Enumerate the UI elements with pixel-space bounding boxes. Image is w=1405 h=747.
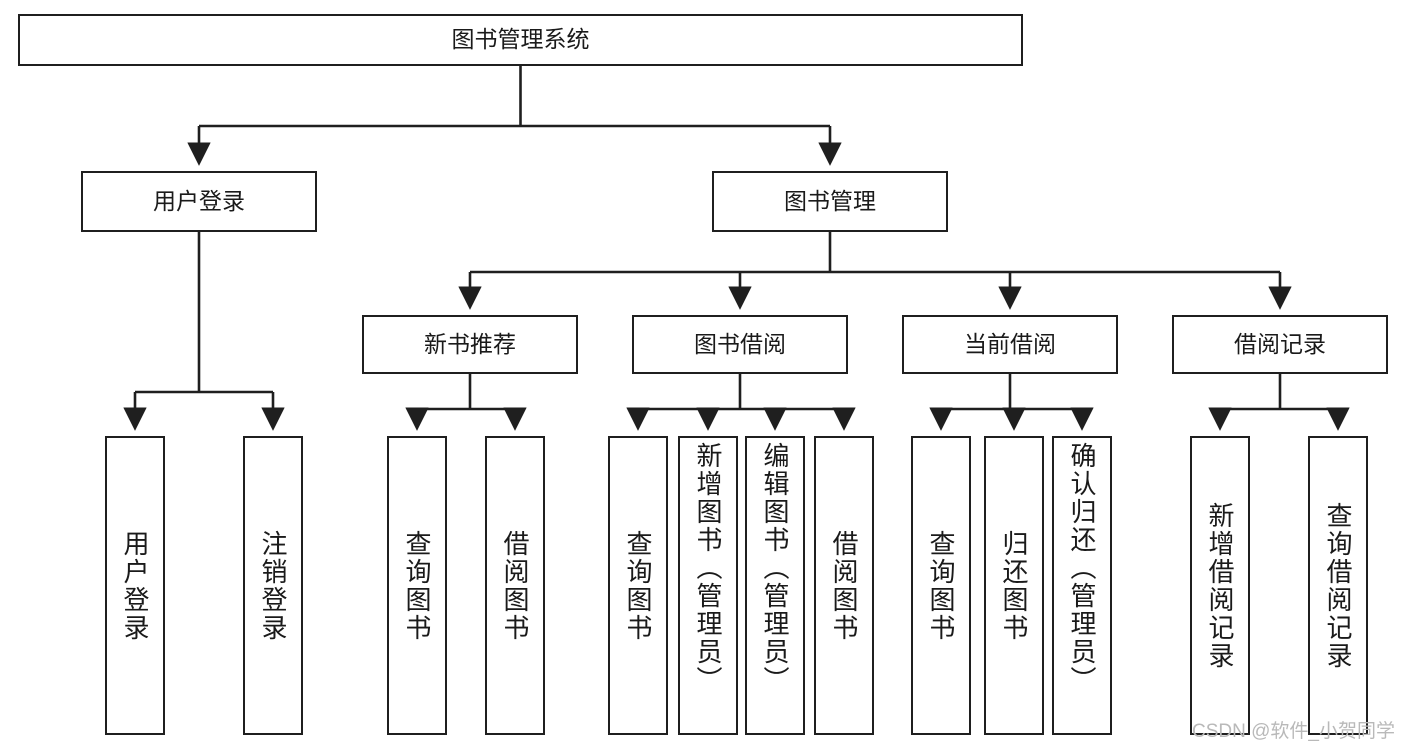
node-borrow-record[interactable]: 借阅记录: [1172, 315, 1388, 374]
node-label: 当前借阅: [964, 330, 1056, 357]
node-label: 新增借阅记录: [1205, 501, 1235, 670]
node-leaf-add-book[interactable]: 新增图书（管理员）: [678, 436, 738, 735]
node-label: 新增图书（管理员）: [693, 442, 723, 694]
node-label: 借阅记录: [1234, 330, 1326, 357]
node-label: 查询图书: [926, 529, 956, 642]
node-label: 确认归还（管理员）: [1067, 442, 1097, 694]
node-root[interactable]: 图书管理系统: [18, 14, 1023, 66]
node-label: 图书借阅: [694, 330, 786, 357]
node-label: 查询借阅记录: [1323, 501, 1353, 670]
node-label: 查询图书: [402, 529, 432, 642]
node-new-book-recommend[interactable]: 新书推荐: [362, 315, 578, 374]
node-leaf-query-book-1[interactable]: 查询图书: [387, 436, 447, 735]
node-label: 查询图书: [623, 529, 653, 642]
csdn-watermark: CSDN @软件_小贺同学: [1192, 721, 1395, 742]
node-label: 编辑图书（管理员）: [760, 442, 790, 694]
node-book-borrow[interactable]: 图书借阅: [632, 315, 848, 374]
node-label: 新书推荐: [424, 330, 516, 357]
node-leaf-query-book-3[interactable]: 查询图书: [911, 436, 971, 735]
node-leaf-return-book[interactable]: 归还图书: [984, 436, 1044, 735]
node-label: 用户登录: [120, 529, 150, 642]
node-label: 归还图书: [999, 529, 1029, 642]
node-book-manage[interactable]: 图书管理: [712, 171, 948, 232]
node-label: 用户登录: [153, 187, 245, 214]
node-label: 图书管理: [784, 187, 876, 214]
node-leaf-logout[interactable]: 注销登录: [243, 436, 303, 735]
node-current-borrow[interactable]: 当前借阅: [902, 315, 1118, 374]
node-leaf-borrow-book-2[interactable]: 借阅图书: [814, 436, 874, 735]
node-leaf-edit-book[interactable]: 编辑图书（管理员）: [745, 436, 805, 735]
node-leaf-borrow-book-1[interactable]: 借阅图书: [485, 436, 545, 735]
node-user-login[interactable]: 用户登录: [81, 171, 317, 232]
node-label: 借阅图书: [829, 529, 859, 642]
node-leaf-confirm-return[interactable]: 确认归还（管理员）: [1052, 436, 1112, 735]
node-leaf-query-book-2[interactable]: 查询图书: [608, 436, 668, 735]
node-label: 注销登录: [258, 529, 288, 642]
node-label: 图书管理系统: [451, 26, 590, 53]
node-leaf-add-record[interactable]: 新增借阅记录: [1190, 436, 1250, 735]
node-leaf-user-login[interactable]: 用户登录: [105, 436, 165, 735]
node-label: 借阅图书: [500, 529, 530, 642]
node-leaf-query-record[interactable]: 查询借阅记录: [1308, 436, 1368, 735]
